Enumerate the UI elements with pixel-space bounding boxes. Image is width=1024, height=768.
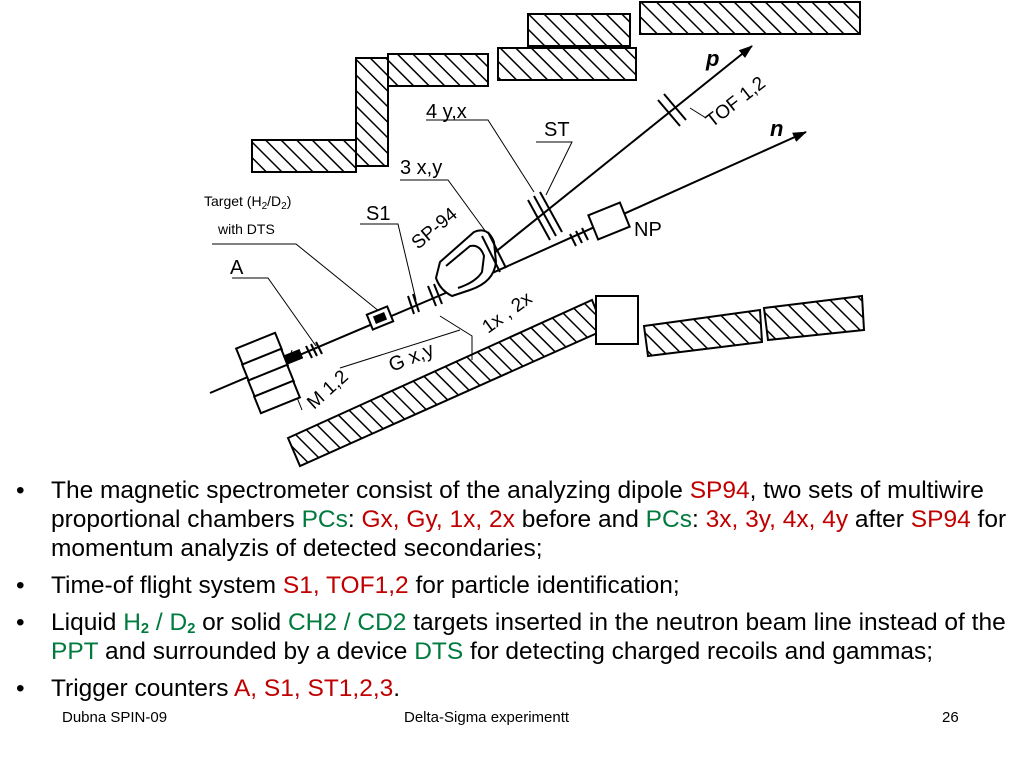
upper-shielding-wall <box>251 1 861 173</box>
bullet-item: • Trigger counters A, S1, ST1,2,3. <box>16 675 401 702</box>
proton-track <box>447 45 753 291</box>
bullet-dot: • <box>16 572 25 599</box>
label-m12: M 1,2 <box>303 366 352 413</box>
bullet-dot: • <box>16 609 25 636</box>
label-tof: TOF 1,2 <box>702 73 770 132</box>
bullet-item: • The magnetic spectrometer consist of t… <box>16 477 1007 562</box>
label-s1: S1 <box>366 203 390 225</box>
lower-shielding-wall <box>286 294 866 468</box>
footer-left: Dubna SPIN-09 <box>62 709 168 726</box>
footer-center: Delta-Sigma experimentt <box>404 709 570 726</box>
bullet-dot: • <box>16 477 25 504</box>
bullet-list: • The magnetic spectrometer consist of t… <box>16 476 1016 703</box>
footer-slide-number: 26 <box>942 709 959 726</box>
bullet-item: • Liquid H2 / D2 or solid CH2 / CD2 targ… <box>16 609 1006 665</box>
label-a: A <box>230 257 244 279</box>
label-p: p <box>705 46 719 71</box>
label-target: Target (H2/D2) <box>204 193 291 212</box>
chambers-1x-2x <box>407 283 443 315</box>
label-gxy: G x,y <box>386 339 438 377</box>
spectrometer-diagram: p n TOF 1,2 4 y,x ST 3 x,y Target (H2/D2… <box>204 1 866 468</box>
label-np: NP <box>634 219 662 241</box>
upstream-magnet <box>234 331 302 415</box>
bullet-dot: • <box>16 675 25 702</box>
label-4yx: 4 y,x <box>426 101 467 123</box>
monitor-chambers <box>305 341 323 359</box>
counter-a <box>282 348 304 366</box>
label-st: ST <box>544 119 570 141</box>
label-sp94: SP-94 <box>408 204 462 254</box>
label-with-dts: with DTS <box>217 221 275 237</box>
bullet-item: • Time-of flight system S1, TOF1,2 for p… <box>16 572 680 599</box>
label-n: n <box>770 116 783 141</box>
st-chambers <box>527 191 563 241</box>
np-chambers <box>569 227 589 247</box>
sp94-dipole <box>434 229 507 298</box>
label-3xy: 3 x,y <box>400 157 442 179</box>
tof-counters <box>657 93 687 127</box>
neutron-track <box>449 131 807 293</box>
target-box <box>365 305 395 331</box>
np-detector <box>587 201 631 241</box>
